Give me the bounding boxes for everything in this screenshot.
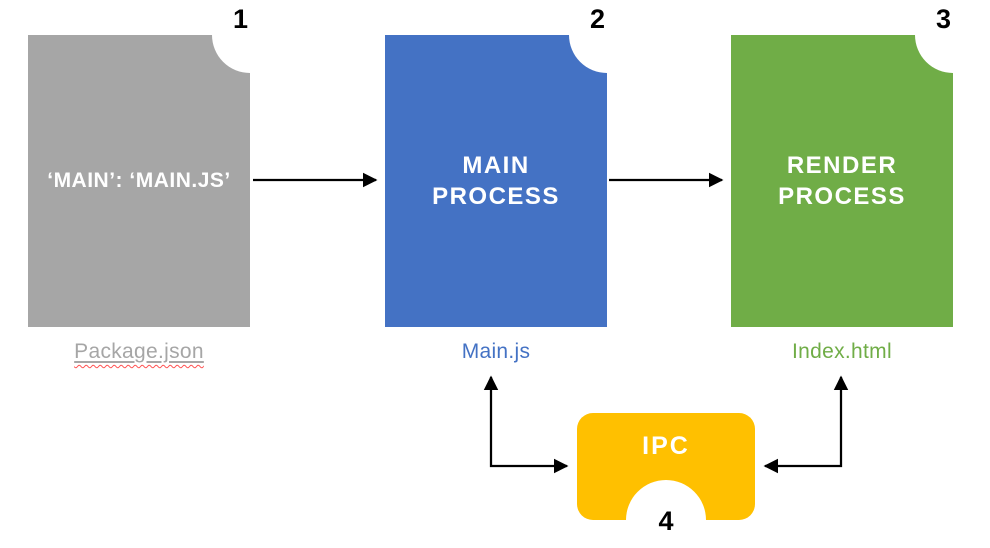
render-process-caption-text: Index.html [792, 340, 892, 363]
node-render-process: 3 RENDER PROCESS Index.html [731, 0, 990, 364]
main-process-title: MAIN PROCESS [432, 151, 560, 210]
package-json-caption: Package.json [28, 340, 250, 364]
node-package-json: 1 ‘MAIN’: ‘MAIN.JS’ Package.json [28, 0, 288, 364]
node-main-process: 2 MAIN PROCESS Main.js [385, 0, 645, 364]
package-json-box: ‘MAIN’: ‘MAIN.JS’ [28, 0, 288, 327]
step-4-number: 4 [658, 506, 674, 536]
package-json-caption-text: Package.json [74, 340, 204, 363]
caption-underline: Package.json [74, 340, 204, 363]
connector-indexhtml-ipc [763, 375, 849, 474]
ipc-label: IPC [642, 432, 690, 460]
render-process-caption: Index.html [731, 340, 953, 364]
render-process-box: RENDER PROCESS [731, 0, 990, 327]
main-process-caption-text: Main.js [461, 340, 531, 363]
step-2-number: 2 [589, 4, 605, 34]
render-process-title: RENDER PROCESS [778, 151, 906, 210]
corner-notch-icon [212, 0, 288, 73]
corner-notch-icon [569, 0, 645, 73]
step-1-number: 1 [232, 4, 248, 34]
main-process-box: MAIN PROCESS [385, 0, 645, 327]
node-ipc: IPC 4 [577, 413, 755, 548]
main-process-caption: Main.js [385, 340, 607, 364]
package-json-title: ‘MAIN’: ‘MAIN.JS’ [47, 169, 231, 193]
connector-mainjs-ipc [483, 375, 569, 474]
corner-notch-icon [915, 0, 990, 73]
step-3-number: 3 [935, 4, 951, 34]
ipc-bottom-notch-icon [626, 480, 706, 548]
